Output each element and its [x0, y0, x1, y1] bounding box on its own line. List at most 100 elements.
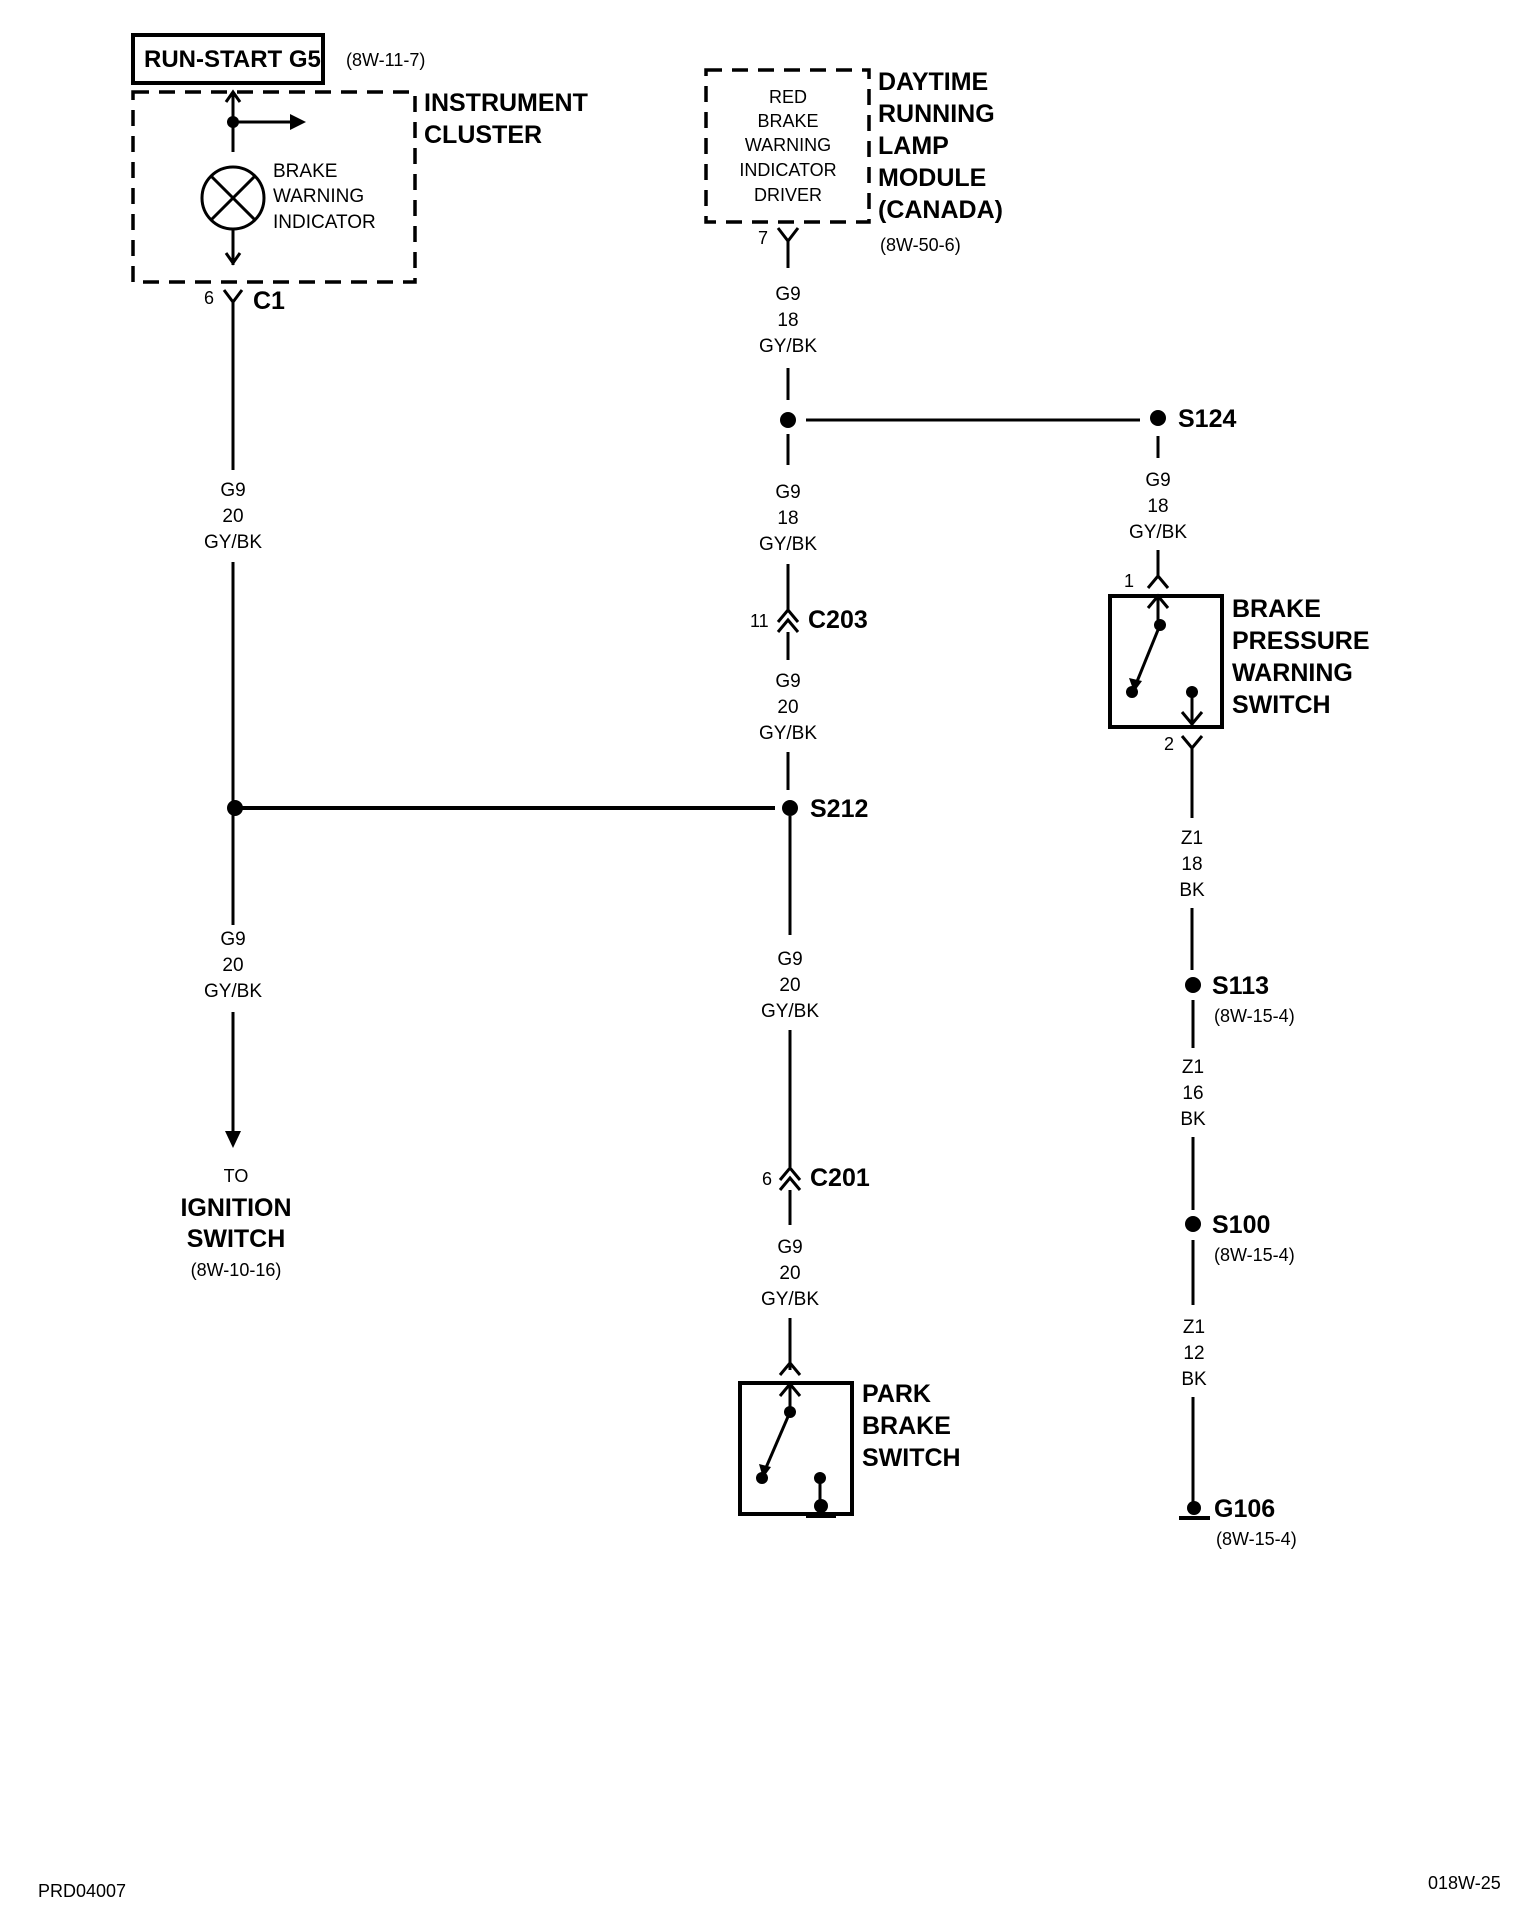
instrument-cluster-box: [131, 90, 417, 284]
drl-title: DAYTIME: [878, 68, 988, 96]
drl-title: LAMP: [878, 132, 949, 160]
connector-c1-icon: [222, 289, 244, 305]
splice-s212: [782, 800, 798, 816]
wire-label: G9: [775, 671, 800, 692]
indicator-label-2: WARNING: [273, 186, 364, 207]
cluster-input-arrow-icon: [224, 89, 242, 103]
connector-pin7-icon: [776, 227, 800, 244]
s124-label: S124: [1178, 405, 1236, 433]
s212-label: S212: [810, 795, 868, 823]
bpws-input-arrow-icon: [1146, 573, 1170, 589]
wire-label: GY/BK: [204, 532, 262, 553]
switch-blade-arrow-icon: [1129, 678, 1142, 692]
wire-label: 18: [777, 310, 798, 331]
wire-label: BK: [1181, 1369, 1207, 1390]
park-brake-switch-box: [738, 1381, 854, 1516]
bpws-title: SWITCH: [1232, 691, 1331, 719]
ignition-title-1: IGNITION: [180, 1194, 291, 1222]
s100-label: S100: [1212, 1211, 1270, 1239]
wire-label: Z1: [1182, 1057, 1204, 1078]
wire-label: G9: [775, 482, 800, 503]
drl-pin: 7: [758, 228, 768, 248]
instrument-cluster-title-1: INSTRUMENT: [424, 89, 588, 117]
wire-label: Z1: [1181, 828, 1203, 849]
wire-label: 20: [779, 975, 800, 996]
wire-label: Z1: [1183, 1317, 1205, 1338]
s113-ref: (8W-15-4): [1214, 1006, 1295, 1026]
wire-label: G9: [220, 929, 245, 950]
splice-node: [780, 412, 796, 428]
c201-pin: 6: [762, 1169, 772, 1189]
connector-c201-icon: [778, 1165, 802, 1191]
brake-pressure-switch-box: [1108, 594, 1224, 729]
wire-label: G9: [775, 284, 800, 305]
s100-ref: (8W-15-4): [1214, 1245, 1295, 1265]
power-source-ref: (8W-11-7): [346, 50, 425, 70]
arrow-right-icon: [290, 114, 306, 130]
c203-label: C203: [808, 606, 868, 634]
park-switch-title: PARK: [862, 1380, 931, 1408]
wire-label: 18: [1147, 496, 1168, 517]
bpws-title: WARNING: [1232, 659, 1353, 687]
wire-label: G9: [777, 1237, 802, 1258]
ignition-title-2: SWITCH: [187, 1225, 286, 1253]
wire-label: 18: [777, 508, 798, 529]
c201-label: C201: [810, 1164, 870, 1192]
indicator-label-1: BRAKE: [273, 161, 337, 182]
power-source-box: [131, 33, 325, 85]
wire-label: 12: [1183, 1343, 1204, 1364]
footer-right: 018W-25: [1428, 1873, 1501, 1893]
drl-driver-label: RED: [769, 87, 807, 107]
drl-driver-label: WARNING: [745, 135, 831, 155]
drl-title: (CANADA): [878, 196, 1003, 224]
wire-label: 20: [222, 955, 243, 976]
c203-pin: 11: [750, 611, 769, 631]
splice-s124: [1150, 410, 1166, 426]
c1-pin: 6: [204, 288, 214, 308]
connector-pin2-icon: [1180, 735, 1204, 751]
c1-label: C1: [253, 287, 285, 315]
park-switch-title: SWITCH: [862, 1444, 961, 1472]
bpws-pin-top: 1: [1124, 571, 1134, 591]
switch-blade: [763, 1411, 792, 1471]
drl-title: MODULE: [878, 164, 986, 192]
instrument-cluster-title-2: CLUSTER: [424, 121, 542, 149]
drl-title: RUNNING: [878, 100, 995, 128]
connector-c203-icon: [776, 607, 800, 633]
cluster-output-arrow-icon: [224, 252, 242, 266]
drl-ref: (8W-50-6): [880, 235, 961, 255]
drl-driver-label: INDICATOR: [739, 160, 836, 180]
bpws-output-arrow-icon: [1180, 711, 1204, 727]
wire-label: GY/BK: [1129, 522, 1187, 543]
wire-label: 20: [779, 1263, 800, 1284]
wire-label: BK: [1179, 880, 1205, 901]
splice-s100: [1185, 1216, 1201, 1232]
ignition-to: TO: [224, 1166, 249, 1186]
g106-label: G106: [1214, 1495, 1275, 1523]
park-switch-input-arrow-icon: [778, 1360, 802, 1376]
arrow-down-icon: [225, 1131, 241, 1148]
drl-driver-label: DRIVER: [754, 185, 822, 205]
wire-label: GY/BK: [759, 534, 817, 555]
splice-s113: [1185, 977, 1201, 993]
wire-label: GY/BK: [759, 336, 817, 357]
ground-dot: [1187, 1501, 1201, 1515]
wire-label: 16: [1182, 1083, 1203, 1104]
park-switch-title: BRAKE: [862, 1412, 951, 1440]
wire-label: GY/BK: [759, 723, 817, 744]
wire-label: 18: [1181, 854, 1202, 875]
wire-label: GY/BK: [761, 1001, 819, 1022]
wire-label: G9: [220, 480, 245, 501]
ignition-ref: (8W-10-16): [191, 1260, 282, 1280]
bpws-title: PRESSURE: [1232, 627, 1370, 655]
drl-module-box: [704, 68, 871, 224]
bpws-title: BRAKE: [1232, 595, 1321, 623]
indicator-label-3: INDICATOR: [273, 212, 376, 233]
switch-contact: [1126, 686, 1138, 698]
wire-label: GY/BK: [204, 981, 262, 1002]
wire-label: G9: [1145, 470, 1170, 491]
switch-blade: [1134, 624, 1162, 685]
wire-label: 20: [222, 506, 243, 527]
ground-dot: [814, 1499, 828, 1513]
